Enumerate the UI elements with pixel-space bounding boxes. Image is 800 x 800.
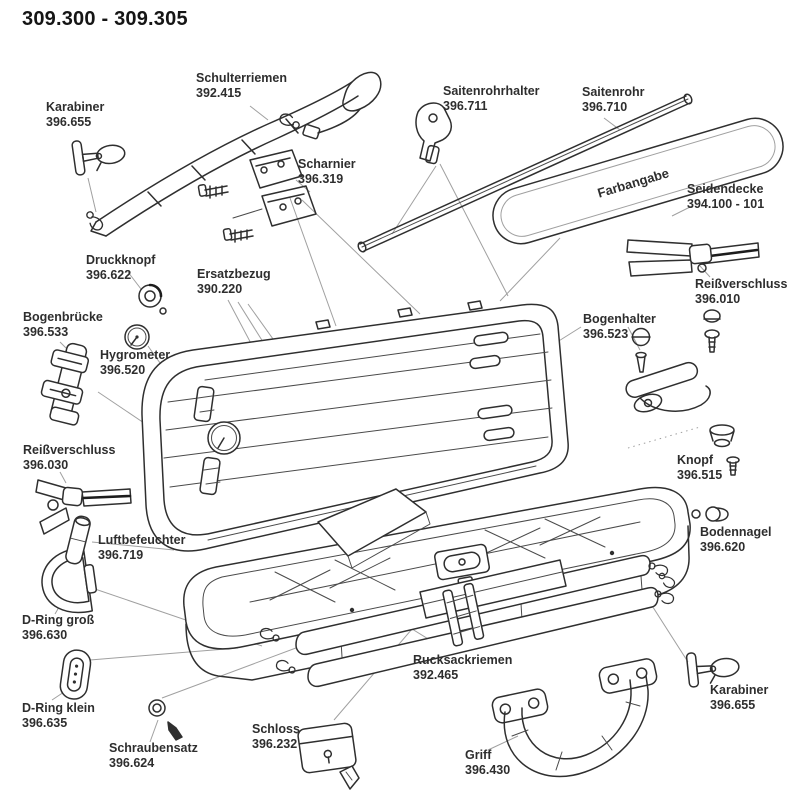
humidifier-drawing <box>65 515 91 565</box>
hinge-drawing <box>197 149 317 243</box>
bow-holder-drawing <box>625 327 711 413</box>
label-bogenhalter: Bogenhalter 396.523 <box>583 312 656 342</box>
case-lid-drawing <box>141 300 569 552</box>
hygrometer-part-drawing <box>124 324 150 350</box>
label-griff: Griff 396.430 <box>465 748 510 778</box>
part-number: 396.624 <box>109 756 155 770</box>
label-schloss: Schloss 396.232 <box>252 722 300 752</box>
part-number: 392.465 <box>413 668 459 682</box>
part-number: 396.319 <box>298 172 344 186</box>
backpack-straps-drawing <box>258 554 676 688</box>
handle-drawing <box>491 658 658 778</box>
part-name: Griff <box>465 748 492 762</box>
carabiner-bottom-drawing <box>685 647 742 689</box>
part-number: 396.719 <box>98 548 144 562</box>
part-number: 396.655 <box>46 115 92 129</box>
shoulder-strap-drawing <box>81 71 382 237</box>
label-schulterriemen: Schulterriemen 392.415 <box>196 71 287 101</box>
label-schraubensatz: Schraubensatz 396.624 <box>109 741 198 771</box>
label-druckknopf: Druckknopf 396.622 <box>86 253 155 283</box>
label-bodennagel: Bodennagel 396.620 <box>700 525 772 555</box>
part-name: Ersatzbezug <box>197 267 271 281</box>
part-name: Schraubensatz <box>109 741 198 755</box>
part-name: Bogenhalter <box>583 312 656 326</box>
part-name: Rucksackriemen <box>413 653 513 667</box>
zipper-top-drawing <box>626 239 760 353</box>
label-bogenbruecke: Bogenbrücke 396.533 <box>23 310 103 340</box>
part-name: Druckknopf <box>86 253 156 267</box>
part-number: 396.533 <box>23 325 69 339</box>
part-number: 396.710 <box>582 100 628 114</box>
part-name: Reißverschluss <box>23 443 116 457</box>
label-ersatzbezug: Ersatzbezug 390.220 <box>197 267 271 297</box>
lock-drawing <box>297 722 360 790</box>
label-dring-klein: D-Ring klein 396.635 <box>22 701 95 731</box>
label-saitenrohr: Saitenrohr 396.710 <box>582 85 645 115</box>
string-tube-drawing <box>357 93 693 253</box>
part-name: Knopf <box>677 453 714 467</box>
part-name: D-Ring groß <box>22 613 95 627</box>
knob-drawing <box>709 424 740 476</box>
part-number: 396.655 <box>710 698 756 712</box>
bow-bridge-drawing <box>40 342 90 426</box>
carabiner-top-drawing <box>70 133 128 177</box>
part-number: 396.515 <box>677 468 723 482</box>
part-name: Karabiner <box>46 100 105 114</box>
part-name: Saitenrohr <box>582 85 645 99</box>
label-saitenrohrhalter: Saitenrohrhalter 396.711 <box>443 84 540 114</box>
part-name: Bogenbrücke <box>23 310 103 324</box>
label-reissverschluss-030: Reißverschluss 396.030 <box>23 443 115 473</box>
part-name: Saitenrohrhalter <box>443 84 540 98</box>
part-number: 396.630 <box>22 628 68 642</box>
label-rucksackriemen: Rucksackriemen 392.465 <box>413 653 512 683</box>
part-name: Hygrometer <box>100 348 171 362</box>
zipper-left-drawing <box>35 479 132 535</box>
silk-cover-drawing: Farbangabe <box>492 117 784 245</box>
part-number: 396.010 <box>695 292 741 306</box>
part-number: 396.620 <box>700 540 746 554</box>
part-name: D-Ring klein <box>22 701 95 715</box>
part-name: Schloss <box>252 722 300 736</box>
part-name: Luftbefeuchter <box>98 533 186 547</box>
d-ring-large-drawing <box>41 546 98 614</box>
case-bottom-drawing <box>183 486 691 681</box>
part-number: 392.415 <box>196 86 242 100</box>
label-reissverschluss-010: Reißverschluss 396.010 <box>695 277 787 307</box>
floor-nail-drawing <box>691 506 729 522</box>
snap-button-drawing <box>138 283 167 315</box>
label-knopf: Knopf 396.515 <box>677 453 722 483</box>
label-seidendecke: Seidendecke 394.100 - 101 <box>687 182 764 212</box>
page-title: 309.300 - 309.305 <box>22 8 188 30</box>
part-number: 396.711 <box>443 99 488 113</box>
screw-set-drawing <box>148 699 183 741</box>
part-number: 396.430 <box>465 763 511 777</box>
part-name: Karabiner <box>710 683 769 697</box>
d-ring-small-drawing <box>59 649 92 700</box>
string-tube-holder-drawing <box>415 102 452 165</box>
part-number: 396.523 <box>583 327 629 341</box>
part-number: 396.520 <box>100 363 146 377</box>
part-number: 396.635 <box>22 716 68 730</box>
label-karabiner-bottom: Karabiner 396.655 <box>710 683 768 713</box>
label-luftbefeuchter: Luftbefeuchter 396.719 <box>98 533 186 563</box>
part-number: 396.622 <box>86 268 132 282</box>
label-hygrometer: Hygrometer 396.520 <box>100 348 170 378</box>
part-number: 396.232 <box>252 737 298 751</box>
label-dring-gross: D-Ring groß 396.630 <box>22 613 94 643</box>
part-name: Scharnier <box>298 157 356 171</box>
part-number: 396.030 <box>23 458 69 472</box>
part-name: Schulterriemen <box>196 71 288 85</box>
label-scharnier: Scharnier 396.319 <box>298 157 356 187</box>
label-karabiner-top: Karabiner 396.655 <box>46 100 104 130</box>
part-name: Seidendecke <box>687 182 764 196</box>
part-name: Reißverschluss <box>695 277 788 291</box>
part-number: 390.220 <box>197 282 243 296</box>
part-number: 394.100 - 101 <box>687 197 765 211</box>
part-name: Bodennagel <box>700 525 772 539</box>
